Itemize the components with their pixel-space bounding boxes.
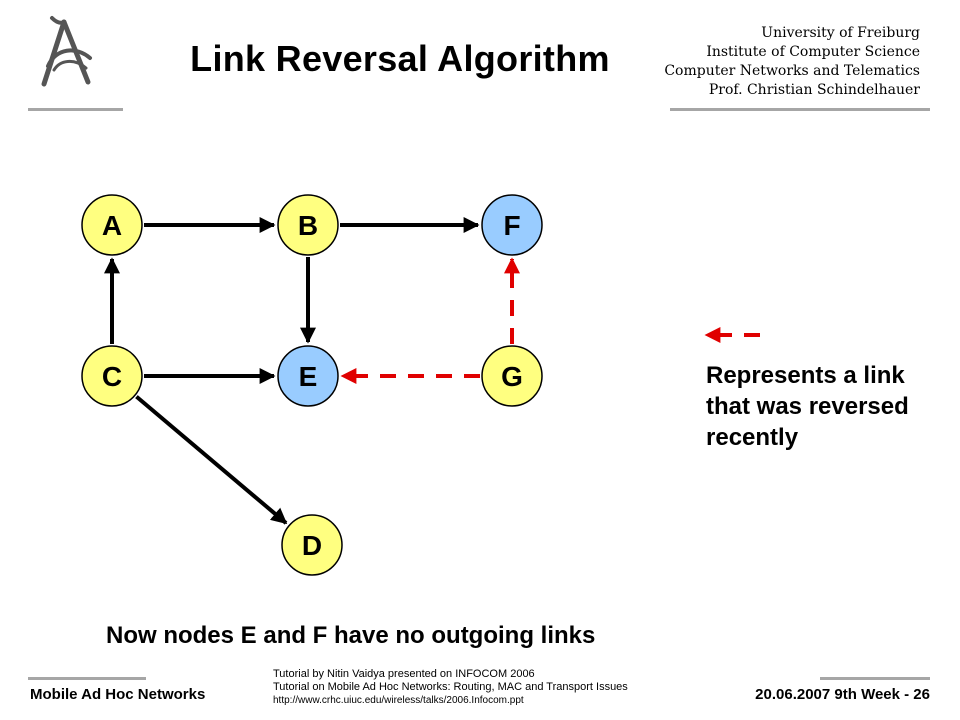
node-circle — [481, 345, 543, 407]
node-circle — [277, 194, 339, 256]
institute-line: University of Freiburg — [761, 25, 920, 41]
citation-line: Tutorial on Mobile Ad Hoc Networks: Rout… — [273, 681, 628, 693]
institute-line: Prof. Christian Schindelhauer — [708, 82, 920, 98]
institute-line: Computer Networks and Telematics — [664, 63, 920, 79]
node-d: D — [281, 514, 343, 576]
footer-divider-left — [28, 677, 146, 680]
footer-citation: Tutorial by Nitin Vaidya presented on IN… — [273, 668, 628, 707]
node-circle — [81, 194, 143, 256]
node-e: E — [277, 345, 339, 407]
node-circle — [281, 514, 343, 576]
citation-line: Tutorial by Nitin Vaidya presented on IN… — [273, 668, 535, 680]
node-label: B — [298, 210, 318, 241]
institute-block: University of Freiburg Institute of Comp… — [650, 24, 920, 100]
slide-title: Link Reversal Algorithm — [190, 38, 610, 79]
node-label: A — [102, 210, 122, 241]
header-divider-left — [28, 108, 123, 111]
edge-c-to-d — [135, 395, 288, 525]
node-circle — [277, 345, 339, 407]
footer-course-name: Mobile Ad Hoc Networks — [30, 686, 206, 703]
legend-text: Represents a link that was reversed rece… — [706, 362, 909, 451]
node-label: C — [102, 361, 122, 392]
node-label: E — [299, 361, 318, 392]
node-c: C — [81, 345, 143, 407]
node-g: G — [481, 345, 543, 407]
node-circle — [481, 194, 543, 256]
conclusion-text: Now nodes E and F have no outgoing links — [106, 622, 596, 649]
citation-url: http://www.crhc.uiuc.edu/wireless/talks/… — [273, 695, 524, 706]
node-b: B — [277, 194, 339, 256]
header-divider-right — [670, 108, 930, 111]
node-f: F — [481, 194, 543, 256]
node-label: F — [503, 210, 520, 241]
footer-divider-right — [820, 677, 930, 680]
node-label: G — [501, 361, 523, 392]
university-logo-icon — [41, 16, 92, 87]
node-circle — [81, 345, 143, 407]
node-a: A — [81, 194, 143, 256]
institute-line: Institute of Computer Science — [706, 44, 920, 60]
footer-date-page: 20.06.2007 9th Week - 26 — [755, 686, 930, 703]
node-label: D — [302, 530, 322, 561]
